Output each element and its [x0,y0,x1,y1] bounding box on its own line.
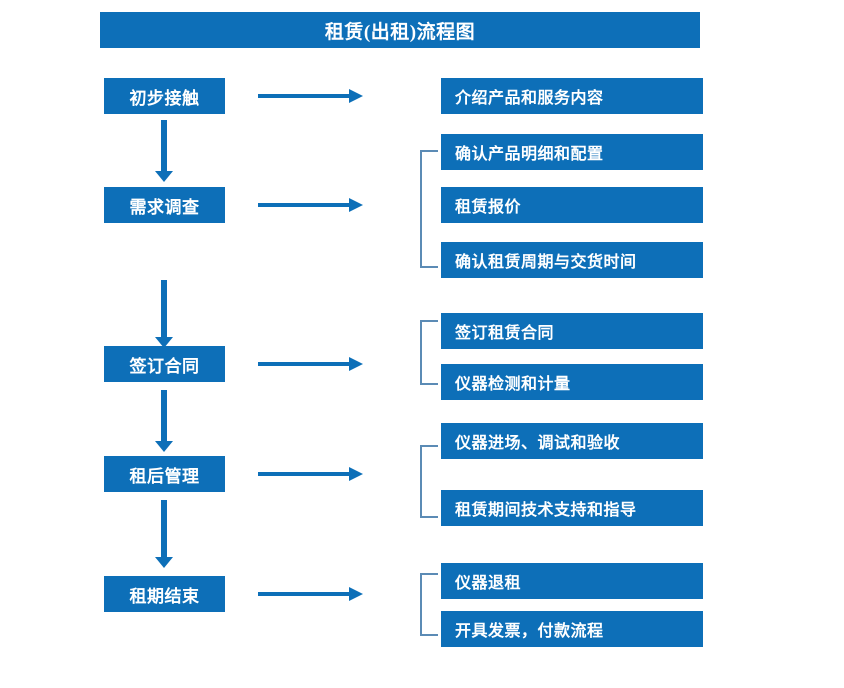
group-bracket-4 [420,445,438,518]
arrow-head-icon [349,467,363,481]
arrow-shaft [161,120,167,171]
arrow-shaft [161,390,167,441]
arrow-shaft [258,472,351,476]
task-box-3[interactable]: 租赁报价 [441,187,703,223]
stage-box-1[interactable]: 初步接触 [104,78,225,114]
horizontal-arrow-2 [258,198,363,212]
horizontal-arrow-3 [258,357,363,371]
task-box-9[interactable]: 仪器退租 [441,563,703,599]
arrow-head-icon [155,171,173,182]
stage-box-4[interactable]: 租后管理 [104,456,225,492]
diagram-title: 租赁(出租)流程图 [100,12,700,48]
arrow-shaft [258,592,351,596]
task-box-5[interactable]: 签订租赁合同 [441,313,703,349]
task-box-1[interactable]: 介绍产品和服务内容 [441,78,703,114]
task-box-8[interactable]: 租赁期间技术支持和指导 [441,490,703,526]
vertical-arrow-1 [155,120,173,182]
arrow-head-icon [155,337,173,348]
vertical-arrow-2 [155,280,173,348]
arrow-head-icon [349,587,363,601]
task-box-6[interactable]: 仪器检测和计量 [441,364,703,400]
task-box-2[interactable]: 确认产品明细和配置 [441,134,703,170]
vertical-arrow-3 [155,390,173,452]
group-bracket-3 [420,320,438,385]
vertical-arrow-4 [155,500,173,568]
task-box-4[interactable]: 确认租赁周期与交货时间 [441,242,703,278]
group-bracket-5 [420,573,438,636]
group-bracket-2 [420,150,438,268]
horizontal-arrow-4 [258,467,363,481]
arrow-head-icon [349,198,363,212]
arrow-shaft [258,362,351,366]
arrow-shaft [258,203,351,207]
arrow-shaft [258,94,351,98]
stage-box-3[interactable]: 签订合同 [104,346,225,382]
arrow-shaft [161,280,167,337]
horizontal-arrow-1 [258,89,363,103]
task-box-7[interactable]: 仪器进场、调试和验收 [441,423,703,459]
task-box-10[interactable]: 开具发票，付款流程 [441,611,703,647]
arrow-head-icon [155,557,173,568]
arrow-shaft [161,500,167,557]
arrow-head-icon [155,441,173,452]
horizontal-arrow-5 [258,587,363,601]
arrow-head-icon [349,89,363,103]
stage-box-5[interactable]: 租期结束 [104,576,225,612]
arrow-head-icon [349,357,363,371]
stage-box-2[interactable]: 需求调查 [104,187,225,223]
